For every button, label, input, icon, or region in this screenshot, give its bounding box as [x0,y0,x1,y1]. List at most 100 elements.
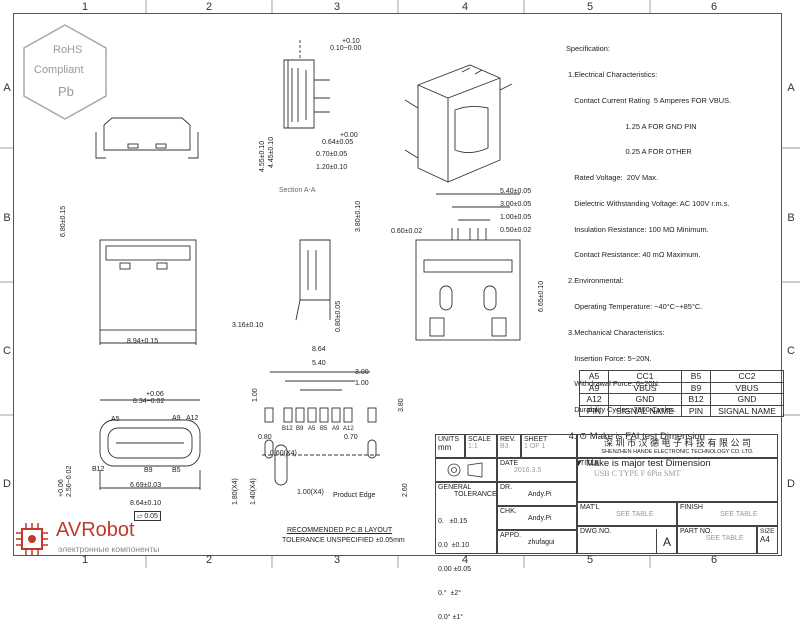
pin-cell: PIN [579,404,609,417]
finish-cell: FINISH SEE TABLE [677,502,778,526]
units-cell: UNITS mm [435,434,465,458]
chk-label: CHK. [500,508,517,515]
pin-table: A5 CC1 B5 CC2 A9 VBUS B9 VBUS A12 GND B1… [579,370,784,417]
zone-col-2-bottom: 2 [205,554,213,566]
dim-445: 4.45±0.10 [268,136,275,168]
rohs-hexagon-icon [23,24,107,120]
signal-cell: GND [710,393,784,406]
rohs-mark: RoHS Compliant Pb [20,22,110,122]
spec-line: Insertion Force: 5~20N. [566,353,652,363]
zone-row-d: D [3,478,11,490]
title-value: USB C TYPE F 6Pin SMT [594,469,681,478]
front-pin-b9: B9 [144,467,153,474]
dim-flatness: ⏥ 0.05 [134,511,161,521]
projection-symbol-icon [447,462,483,478]
tolerance-line: 0. ±0.15 [438,518,468,525]
spec-line: Contact Current Rating 5 Amperes FOR VBU… [566,95,732,105]
front-pin-a5: A5 [111,416,120,423]
size-value: A4 [760,535,770,544]
dim-665: 6.65±0.10 [538,280,545,312]
finish-label: FINISH [680,504,703,511]
date-value: 2016.3.5 [514,467,542,474]
sheet-value: 1 OF 1 [524,443,546,450]
pcb-pin-a5: A5 [308,426,316,432]
finish-value: SEE TABLE [720,511,758,518]
matl-cell: MAT'L SEE TABLE [577,502,677,526]
chk-cell: CHK. Andy.Pi [497,506,577,530]
spec-note-major: ▼ Make is major test Dimension [566,458,711,470]
pcb-dim-864: 8.64 [312,346,326,353]
dim-300: 3.00±0.05 [500,201,532,208]
signal-cell: VBUS [608,381,682,394]
pcb-pin-b5: B5 [320,426,328,432]
zone-row-c-right: C [787,345,795,357]
company-name-cn: 深 圳 市 汉 德 电 子 科 技 有 限 公 司 [603,438,751,448]
tolerance-line: 0.° ±2° [438,590,462,597]
spec-line: 2.Environmental: [566,276,624,286]
rohs-line1: RoHS [53,44,83,56]
chip-icon [16,523,48,555]
appd-cell: APPD. zhufagui [497,530,577,554]
pcb-dim-070: 0.70 [344,434,358,441]
zone-col-4: 4 [461,1,469,13]
scale-cell: SCALE 1:1 [465,434,497,458]
title-cell: TITLE USB C TYPE F 6Pin SMT [577,458,778,502]
drawing-frame [13,13,782,556]
sheet-cell: SHEET 1 OF 1 [521,434,577,458]
date-label: DATE [500,460,519,467]
size-label: SIZE [760,528,775,535]
logo-name: AVRobot [56,519,135,541]
rev-label: REV. [500,436,516,443]
rohs-line2: Compliant [34,64,84,76]
rev-cell: REV. B3 [497,434,521,458]
spec-line: 1.25 A FOR GND PIN [566,121,697,131]
pcb-dim-100x4: 1.00(X4) [297,489,324,496]
pcb-dim-260: 2.60 [402,483,409,497]
chk-value: Andy.Pi [528,515,552,522]
zone-col-5-bottom: 5 [586,554,594,566]
front-pin-a9: A9 [172,415,181,422]
pcb-dim-540: 5.40 [312,360,326,367]
dim-064-top: +0.00 [340,132,358,139]
pcb-dim-100-side: 1.00 [252,388,259,402]
pcb-dim-100-top: 1.00 [355,380,369,387]
part-value: SEE TABLE [706,535,744,542]
appd-value: zhufagui [528,539,555,546]
dim-256-top: +0.06 [58,479,65,497]
zone-row-c: C [3,345,11,357]
zone-col-2: 2 [205,1,213,13]
section-label: Section A-A [279,187,316,194]
dr-label: DR. [500,484,513,491]
table-row: A12 GND B12 GND [579,393,784,406]
company-name-en: SHENZHEN HANDE ELECTRONIC TECHNOLOGY CO.… [601,449,754,455]
pcb-dim-060x4: 0.60(X4) [270,450,297,457]
rev-value: B3 [500,443,509,450]
pin-cell: B9 [681,381,711,394]
pcb-pin-b12: B12 [282,426,293,432]
dim-540: 5.40±0.05 [500,188,532,195]
spec-line: 0.25 A FOR OTHER [566,147,692,157]
pcb-dim-300: 3.00 [355,369,369,376]
units-label: UNITS [438,436,459,443]
scale-value: 1:1 [468,443,478,450]
scale-label: SCALE [468,436,491,443]
zone-col-6: 6 [710,1,718,13]
front-pin-b12: B12 [92,466,105,473]
tolerance-line: 0.00 ±0.05 [438,566,472,573]
signal-cell: GND [608,393,682,406]
front-pin-b5: B5 [172,467,181,474]
pin-cell: A9 [579,381,609,394]
logo-tagline: электронные компоненты [58,544,160,554]
tolerance-label: TOLERANCE UNSPECIFIED ±0.05mm [282,537,405,544]
pcb-pin-a12: A12 [343,426,354,432]
dim-050: 0.50±0.02 [500,227,532,234]
part-cell: PART NO. SEE TABLE [677,526,757,554]
tolerance-cell: GENERAL TOLERANCE 0. ±0.15 0.0 ±0.10 0.0… [435,482,497,621]
date-cell: DATE 2016.3.5 [497,458,577,482]
signal-cell: CC1 [608,370,682,383]
dwg-rev-value: A [656,529,677,553]
zone-col-4-bottom: 4 [461,554,469,566]
pcb-pin-a9: A9 [332,426,340,432]
zone-ticks [0,0,800,568]
zone-row-a: A [3,82,11,94]
